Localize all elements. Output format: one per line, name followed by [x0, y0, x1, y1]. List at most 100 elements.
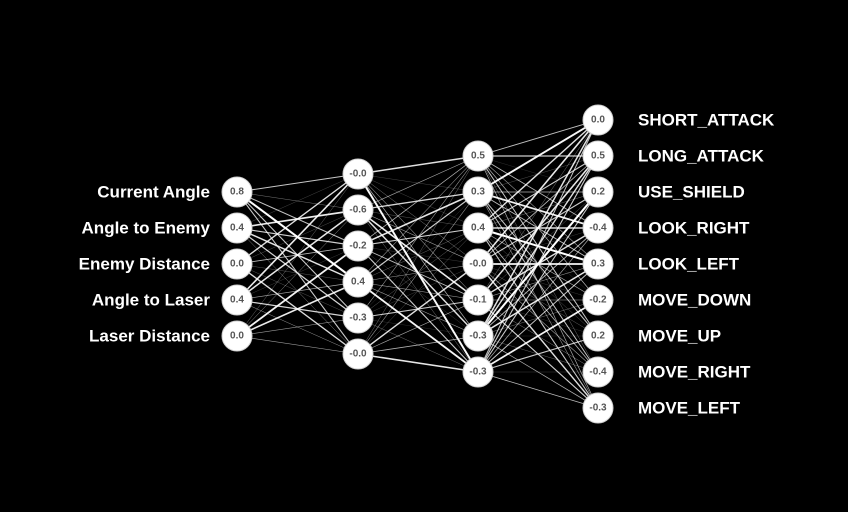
- hidden-2-node-value-0: 0.5: [471, 151, 485, 162]
- hidden-1-node-value-1: -0.6: [349, 205, 367, 216]
- hidden-2-node-circle-3: [462, 248, 494, 280]
- input-node-value-2: 0.0: [230, 259, 244, 270]
- edge-input-1-to-hidden-1-0: [236, 173, 359, 229]
- edge-hidden-1-5-to-hidden-2-2: [357, 227, 479, 355]
- edge-hidden-1-5-to-hidden-2-0: [357, 155, 479, 355]
- input-node-circle-3: [221, 284, 253, 316]
- hidden-1-node-3: 0.4: [342, 266, 374, 298]
- hidden-1-node-0: -0.0: [342, 158, 374, 190]
- hidden-1-node-circle-4: [342, 302, 374, 334]
- input-label-3: Angle to Laser: [92, 291, 210, 310]
- input-node-value-3: 0.4: [230, 295, 244, 306]
- output-label-2: USE_SHIELD: [638, 183, 745, 202]
- input-label-0: Current Angle: [97, 183, 210, 202]
- output-node-circle-8: [582, 392, 614, 424]
- edge-hidden-1-0-to-hidden-2-0: [357, 155, 479, 175]
- output-node-circle-0: [582, 104, 614, 136]
- edge-input-4-to-hidden-1-3: [236, 281, 359, 337]
- hidden-1-node-circle-3: [342, 266, 374, 298]
- input-label-2: Enemy Distance: [79, 255, 210, 274]
- output-node-2: 0.2: [582, 176, 614, 208]
- hidden-2-node-value-3: -0.0: [469, 259, 487, 270]
- edge-hidden-1-5-to-hidden-2-4: [357, 299, 479, 355]
- edge-hidden-1-1-to-hidden-2-0: [357, 155, 479, 211]
- edge-hidden-1-3-to-hidden-2-4: [357, 281, 479, 301]
- hidden-2-node-2: 0.4: [462, 212, 494, 244]
- edge-hidden-2-6-to-output-4: [477, 263, 599, 373]
- hidden-2-node-circle-2: [462, 212, 494, 244]
- output-label-1: LONG_ATTACK: [638, 147, 765, 166]
- input-node-2: 0.0: [221, 248, 253, 280]
- output-node-value-4: 0.3: [591, 259, 605, 270]
- input-node-3: 0.4: [221, 284, 253, 316]
- output-label-5: MOVE_DOWN: [638, 291, 751, 310]
- output-label-3: LOOK_RIGHT: [638, 219, 750, 238]
- hidden-2-node-circle-6: [462, 356, 494, 388]
- edge-hidden-1-5-to-hidden-2-5: [357, 335, 479, 355]
- output-label-8: MOVE_LEFT: [638, 399, 741, 418]
- edge-input-4-to-hidden-1-5: [236, 335, 359, 355]
- edge-input-0-to-hidden-1-0: [236, 173, 359, 193]
- input-node-value-0: 0.8: [230, 187, 244, 198]
- edge-input-0-to-hidden-1-1: [236, 191, 359, 211]
- edge-input-4-to-hidden-1-0: [236, 173, 359, 337]
- edge-hidden-2-4-to-output-0: [477, 119, 599, 301]
- input-node-value-4: 0.0: [230, 331, 244, 342]
- edge-input-4-to-hidden-1-1: [236, 209, 359, 337]
- output-label-6: MOVE_UP: [638, 327, 721, 346]
- edge-hidden-1-2-to-hidden-2-0: [357, 155, 479, 247]
- hidden-1-node-5: -0.0: [342, 338, 374, 370]
- hidden-2-node-4: -0.1: [462, 284, 494, 316]
- edge-hidden-2-6-to-output-8: [477, 371, 599, 409]
- edge-hidden-2-6-to-output-0: [477, 119, 599, 373]
- output-node-circle-2: [582, 176, 614, 208]
- output-node-7: -0.4: [582, 356, 614, 388]
- output-node-circle-6: [582, 320, 614, 352]
- output-node-value-8: -0.3: [589, 403, 607, 414]
- output-node-5: -0.2: [582, 284, 614, 316]
- output-node-value-5: -0.2: [589, 295, 607, 306]
- edge-input-4-to-hidden-1-4: [236, 317, 359, 337]
- hidden-1-node-circle-0: [342, 158, 374, 190]
- output-node-circle-5: [582, 284, 614, 316]
- hidden-2-node-circle-1: [462, 176, 494, 208]
- edge-input-2-to-hidden-1-0: [236, 173, 359, 265]
- output-node-value-0: 0.0: [591, 115, 605, 126]
- input-node-1: 0.4: [221, 212, 253, 244]
- edge-hidden-2-6-to-output-6: [477, 335, 599, 373]
- hidden-2-node-6: -0.3: [462, 356, 494, 388]
- output-node-4: 0.3: [582, 248, 614, 280]
- input-label-1: Angle to Enemy: [82, 219, 211, 238]
- output-node-circle-7: [582, 356, 614, 388]
- hidden-2-node-value-2: 0.4: [471, 223, 485, 234]
- hidden-1-node-value-4: -0.3: [349, 313, 367, 324]
- output-node-circle-1: [582, 140, 614, 172]
- output-node-8: -0.3: [582, 392, 614, 424]
- hidden-1-node-value-3: 0.4: [351, 277, 365, 288]
- edge-hidden-2-6-to-output-1: [477, 155, 599, 373]
- hidden-2-node-1: 0.3: [462, 176, 494, 208]
- hidden-1-node-value-2: -0.2: [349, 241, 367, 252]
- output-label-0: SHORT_ATTACK: [638, 111, 775, 130]
- input-node-0: 0.8: [221, 176, 253, 208]
- edge-hidden-2-2-to-output-0: [477, 119, 599, 229]
- output-node-value-3: -0.4: [589, 223, 607, 234]
- output-node-circle-4: [582, 248, 614, 280]
- hidden-1-node-circle-1: [342, 194, 374, 226]
- hidden-2-node-3: -0.0: [462, 248, 494, 280]
- edge-hidden-2-6-to-output-5: [477, 299, 599, 373]
- hidden-1-node-2: -0.2: [342, 230, 374, 262]
- hidden-1-node-value-0: -0.0: [349, 169, 367, 180]
- edge-hidden-1-5-to-hidden-2-6: [357, 353, 479, 373]
- output-node-0: 0.0: [582, 104, 614, 136]
- hidden-2-node-circle-5: [462, 320, 494, 352]
- edge-hidden-1-4-to-hidden-2-0: [357, 155, 479, 319]
- hidden-1-node-1: -0.6: [342, 194, 374, 226]
- edge-hidden-2-5-to-output-0: [477, 119, 599, 337]
- hidden-2-node-circle-4: [462, 284, 494, 316]
- input-node-circle-2: [221, 248, 253, 280]
- hidden-2-node-circle-0: [462, 140, 494, 172]
- hidden-2-node-5: -0.3: [462, 320, 494, 352]
- edge-hidden-2-0-to-output-0: [477, 119, 599, 157]
